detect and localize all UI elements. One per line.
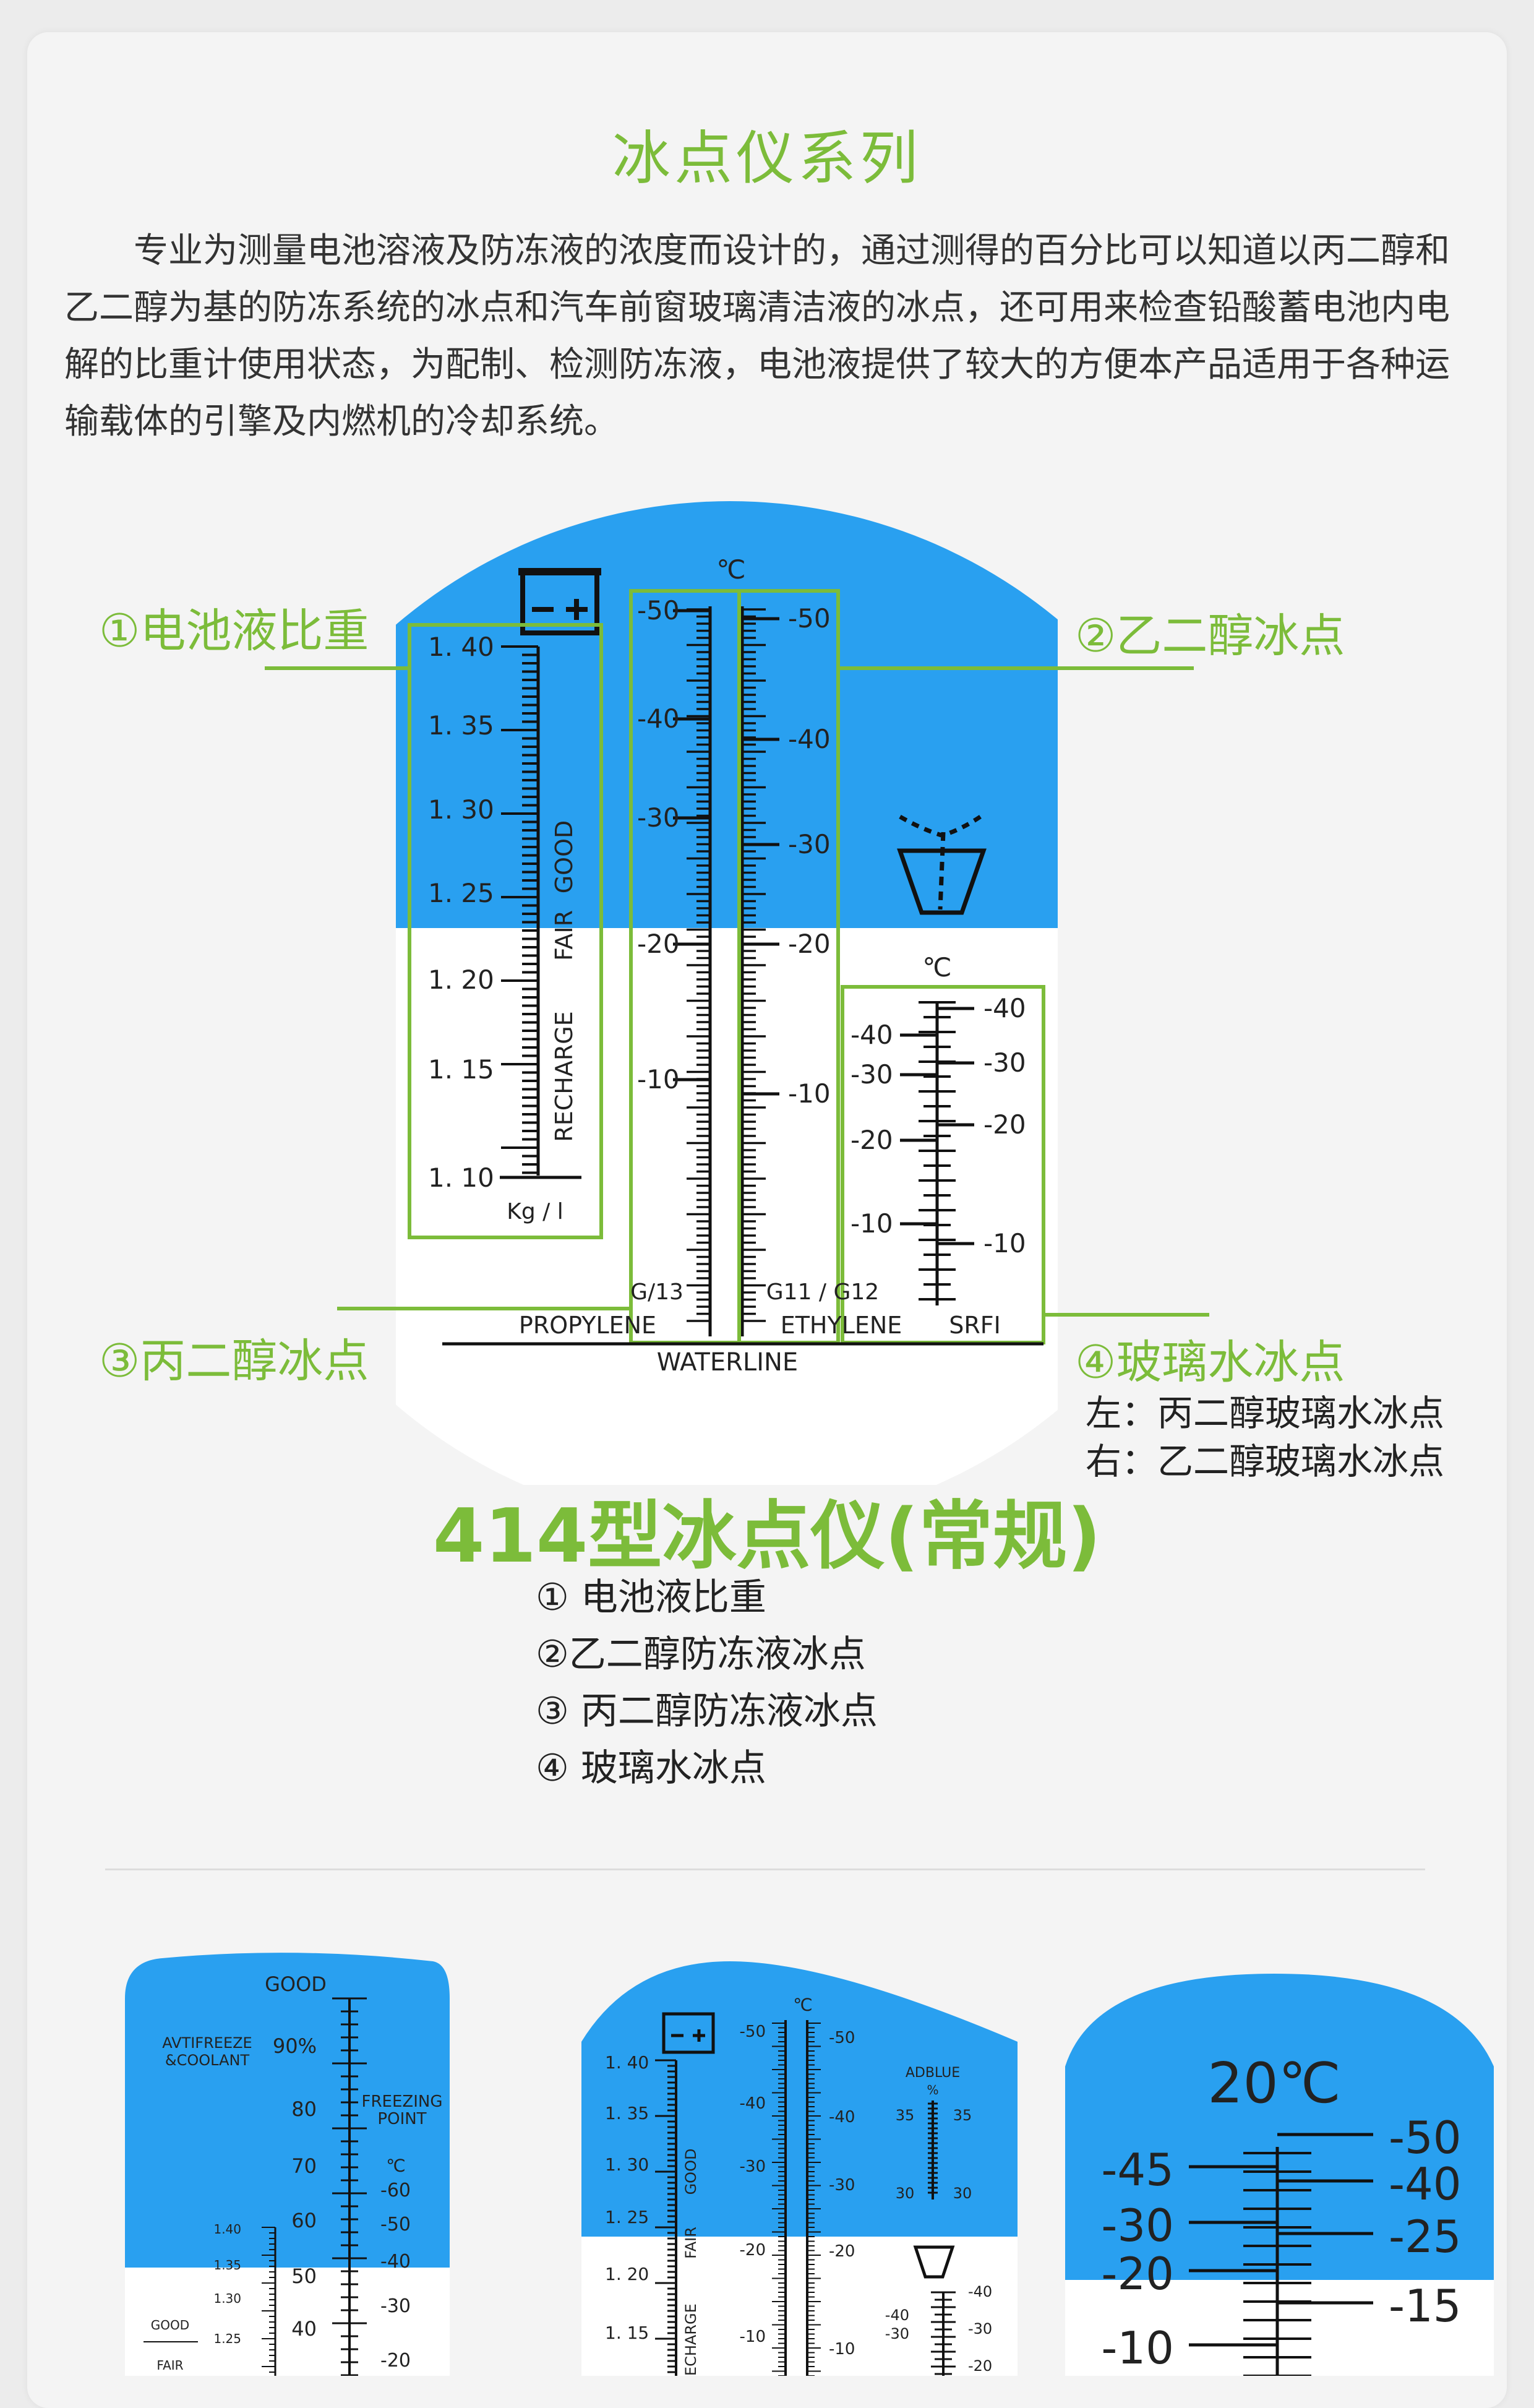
srfi-right-value: -10 xyxy=(983,1228,1026,1258)
function-item: ②乙二醇防冻液冰点 xyxy=(536,1633,866,1676)
propylene-label: PROPYLENE xyxy=(519,1312,656,1339)
model-title: 414型冰点仪(常规) xyxy=(432,1494,1102,1580)
degree-label-srfi: ℃ xyxy=(922,952,951,983)
waterline-label: WATERLINE xyxy=(657,1348,798,1377)
ethylene-label: ETHYLENE xyxy=(781,1312,902,1339)
note-left: 左：丙二醇玻璃水冰点 xyxy=(1086,1392,1445,1434)
ethylene-value: -40 xyxy=(788,724,831,754)
zone-good: GOOD xyxy=(551,820,578,894)
ethylene-value: -10 xyxy=(788,1078,831,1109)
function-item: ① 电池液比重 xyxy=(536,1576,766,1619)
lens-area xyxy=(396,501,1058,1485)
callout-washer: ④玻璃水冰点 xyxy=(1075,1336,1345,1389)
srfi-label: SRFI xyxy=(949,1312,1001,1339)
intro-paragraph: 专业为测量电池溶液及防冻液的浓度而设计的，通过测得的百分比可以知道以丙二醇和乙二… xyxy=(64,231,1450,442)
srfi-right-value: -40 xyxy=(983,993,1026,1023)
zone-recharge: RECHARGE xyxy=(551,1011,578,1142)
section-divider xyxy=(105,1868,1425,1870)
propylene-code: G/13 xyxy=(630,1279,683,1305)
srfi-left-value: -20 xyxy=(851,1125,893,1155)
ethylene-value: -30 xyxy=(788,829,831,859)
battery-value: 1. 10 xyxy=(428,1163,494,1193)
battery-value: 1. 35 xyxy=(428,710,494,741)
windshield-icon xyxy=(897,814,987,915)
srfi-scale: -40 -30 -20 -10 -40 -30 -20 -10 xyxy=(851,993,1026,1305)
battery-value: 1. 30 xyxy=(428,794,494,825)
srfi-left-value: -40 xyxy=(851,1020,893,1050)
battery-scale: 1. 40 1. 35 1. 30 1. 25 1. 20 1. 15 1. 10 xyxy=(428,632,581,1193)
callout-lines xyxy=(265,666,1209,1317)
callout-battery: ①电池液比重 xyxy=(99,604,369,658)
function-item: ③ 丙二醇防冻液冰点 xyxy=(536,1690,878,1733)
battery-unit: Kg / l xyxy=(507,1199,563,1224)
srfi-left-value: -30 xyxy=(851,1059,893,1090)
propylene-value: -20 xyxy=(637,929,680,959)
callout-propylene: ③丙二醇冰点 xyxy=(99,1335,369,1388)
zone-fair: FAIR xyxy=(551,910,578,961)
refractometer-scale-diagram: 1. 401. 351. 301. 251. 201. 151. 10 -50-… xyxy=(265,501,1209,1485)
battery-value: 1. 15 xyxy=(428,1054,494,1085)
battery-value: 1. 20 xyxy=(428,965,494,995)
function-item: ④ 玻璃水冰点 xyxy=(536,1747,766,1790)
ethylene-value: -20 xyxy=(788,929,831,959)
srfi-left-value: -10 xyxy=(851,1208,893,1239)
glycol-scale: -50 -40 -30 -20 -10 -50 -40 -30 -20 -10 xyxy=(637,595,831,1336)
page-title: 冰点仪系列 xyxy=(612,125,922,192)
propylene-value: -30 xyxy=(637,802,680,833)
note-right: 右：乙二醇玻璃水冰点 xyxy=(1086,1440,1445,1482)
function-list: ① 电池液比重 ②乙二醇防冻液冰点 ③ 丙二醇防冻液冰点 ④ 玻璃水冰点 xyxy=(536,1569,878,1797)
ethylene-code: G11 / G12 xyxy=(766,1279,879,1305)
battery-icon xyxy=(518,568,601,635)
ethylene-value: -50 xyxy=(788,603,831,634)
propylene-value: -10 xyxy=(637,1064,680,1094)
callout-ethylene: ②乙二醇冰点 xyxy=(1075,609,1345,663)
battery-value: 1. 40 xyxy=(428,632,494,662)
degree-label-top: ℃ xyxy=(716,554,745,585)
propylene-value: -50 xyxy=(637,595,680,626)
srfi-right-value: -20 xyxy=(983,1109,1026,1140)
srfi-right-value: -30 xyxy=(983,1047,1026,1078)
battery-value: 1. 25 xyxy=(428,878,494,908)
propylene-value: -40 xyxy=(637,703,680,734)
